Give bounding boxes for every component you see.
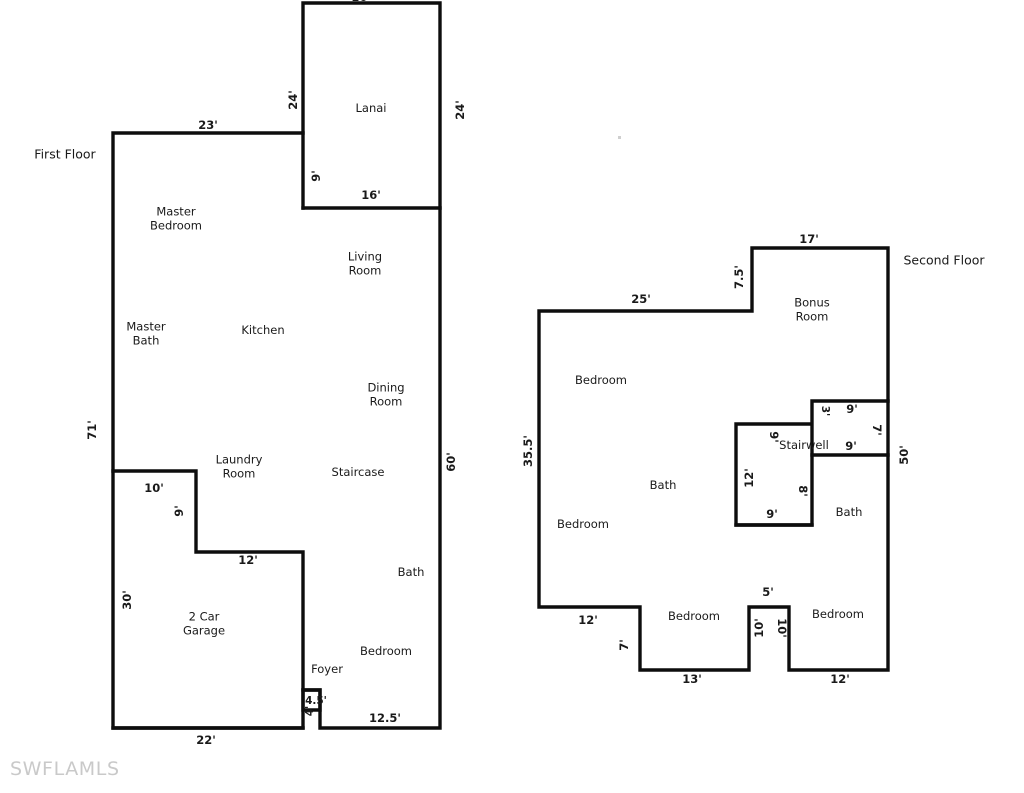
room-line: Living [347, 249, 383, 264]
room-label-bath-center: Bath [649, 478, 677, 493]
room-line: Bedroom [667, 609, 721, 624]
dim-bottom-notch-top: 5' [762, 585, 774, 600]
room-label-kitchen: Kitchen [241, 323, 285, 338]
room-label-master-bath: Master Bath [126, 320, 165, 347]
second-floor-title: Second Floor [903, 252, 985, 268]
room-label-staircase: Staircase [331, 465, 385, 480]
dim-lanai-bottom: 16' [361, 188, 381, 203]
dim-lanai-left-lower: 9' [309, 170, 324, 182]
dim-stairwell-mid-right: 9' [845, 439, 857, 454]
room-line: Room [369, 394, 403, 408]
room-label-bonus-room: Bonus Room [794, 296, 830, 323]
dim-bottom-left-step: 7' [617, 639, 632, 651]
dim-bonus-step-left: 7.5' [732, 265, 747, 289]
dim-bottom-notch-left: 10' [752, 618, 767, 638]
room-line: Bedroom [359, 644, 413, 659]
room-label-bedroom-upper-left: Bedroom [574, 373, 628, 388]
first-floor-title: First Floor [34, 146, 96, 162]
room-label-bath-right: Bath [835, 505, 863, 520]
room-line: Bonus [794, 295, 830, 310]
room-line: Kitchen [241, 323, 285, 338]
room-line: Bedroom [149, 218, 203, 232]
foyer-notch-wall [301, 688, 322, 712]
room-line: Bath [397, 565, 425, 580]
dim-house-top: 23' [198, 118, 218, 133]
room-label-stairwell: Stairwell [779, 438, 829, 453]
dim-stairwell-top: 9' [846, 402, 858, 417]
room-line: Stairwell [779, 438, 829, 453]
room-label-lanai: Lanai [355, 101, 387, 116]
dim-stairwell-left: 12' [742, 468, 757, 488]
room-line: Bath [835, 505, 863, 520]
room-label-bedroom-bottom-right: Bedroom [811, 607, 865, 622]
room-line: Foyer [311, 662, 343, 677]
room-line: Bath [132, 333, 160, 347]
room-line: Bedroom [574, 373, 628, 388]
dim-bottom-left-run: 12' [578, 613, 598, 628]
dim-stairwell-right: 7' [869, 424, 884, 436]
dim-lanai-right: 24' [453, 100, 468, 120]
dim-stairwell-mid-left: 9' [766, 431, 781, 443]
dim-stairwell-bottom: 9' [766, 507, 778, 522]
room-label-master-bedroom: Master Bedroom [150, 205, 202, 232]
dim-stairwell-inner-right: 8' [795, 485, 810, 497]
room-line: Bedroom [556, 517, 610, 532]
dim-lanai-top: 16' [351, 0, 371, 5]
room-line: 2 Car [188, 609, 220, 624]
room-label-dining-room: Dining Room [367, 381, 404, 408]
image-artifact-speck [618, 136, 621, 139]
dim-garage-step-left: 9' [172, 505, 187, 517]
room-label-bedroom-bottom-center: Bedroom [667, 609, 721, 624]
room-label-bath-first: Bath [397, 565, 425, 580]
dim-garage-step-top: 10' [144, 481, 164, 496]
dim-top-right-run: 17' [799, 232, 819, 247]
dim-bottom-notch-right: 10' [774, 618, 789, 638]
room-line: Master [126, 319, 166, 334]
room-line: Master [156, 204, 196, 219]
room-label-living-room: Living Room [348, 250, 382, 277]
dim-left-wall: 35.5' [521, 435, 536, 467]
room-line: Staircase [331, 465, 385, 480]
dim-house-left-lower: 30' [120, 590, 135, 610]
mls-watermark: SWFLAMLS [10, 758, 120, 780]
room-line: Room [348, 263, 382, 277]
room-line: Dining [367, 380, 405, 395]
room-label-bedroom-first: Bedroom [359, 644, 413, 659]
dim-right-wall: 50' [897, 445, 912, 465]
first-floor-outline [111, 1, 442, 730]
dim-lanai-left-upper: 24' [286, 90, 301, 110]
dim-house-right: 60' [444, 452, 459, 472]
room-line: Bath [649, 478, 677, 493]
dim-bottom-right-run: 12' [830, 672, 850, 687]
dim-stairwell-step-a: 3' [819, 405, 832, 417]
second-floor-outline [537, 246, 890, 672]
room-line: Bedroom [811, 607, 865, 622]
room-line: Garage [182, 623, 226, 637]
dim-foyer-notch-top: 4.5' [305, 694, 327, 707]
stairwell-walls [734, 399, 890, 527]
room-line: Lanai [355, 101, 387, 116]
room-line: Laundry [215, 452, 263, 467]
room-label-2-car-garage: 2 Car Garage [183, 610, 225, 637]
dim-house-left-upper: 71' [85, 420, 100, 440]
room-label-foyer: Foyer [311, 662, 343, 677]
dim-foyer-notch-left: 4' [303, 705, 316, 717]
room-label-bedroom-lower-left: Bedroom [556, 517, 610, 532]
garage-step-walls [111, 469, 305, 692]
dim-top-left-run: 25' [631, 292, 651, 307]
dim-house-bottom-right: 12.5' [369, 711, 401, 726]
room-line: Room [222, 466, 256, 480]
room-line: Room [795, 309, 829, 323]
room-label-laundry-room: Laundry Room [216, 453, 263, 480]
dim-garage-step-mid: 12' [238, 553, 258, 568]
dim-garage-bottom: 22' [196, 733, 216, 748]
dim-bottom-center-run: 13' [682, 672, 702, 687]
